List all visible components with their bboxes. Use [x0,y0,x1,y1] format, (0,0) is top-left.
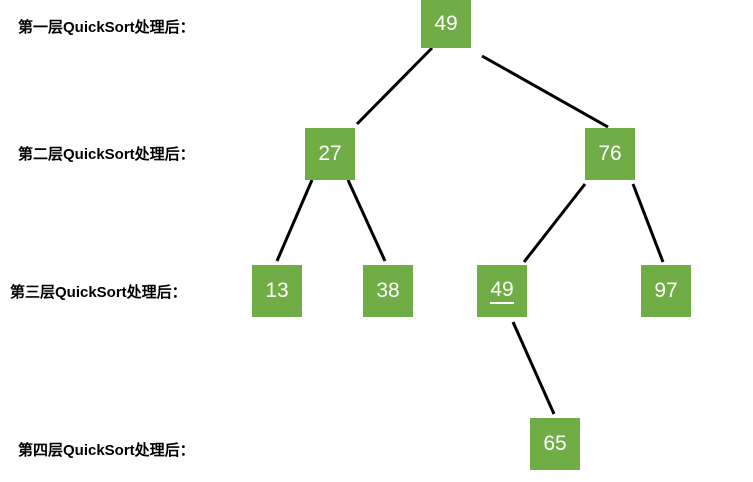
tree-edge [481,54,609,129]
tree-node-value: 13 [265,279,289,302]
tree-node-value: 49 [490,279,514,304]
tree-edge [346,179,387,262]
tree-edge [355,46,434,126]
tree-node-value: 38 [376,279,400,302]
tree-node: 49 [421,0,471,48]
tree-node: 97 [641,265,691,317]
tree-node-value: 97 [654,279,678,302]
tree-node: 49 [477,265,527,317]
row-label-level-3: 第三层QuickSort处理后： [10,284,187,301]
tree-node: 38 [363,265,413,317]
row-label-level-4: 第四层QuickSort处理后： [18,442,195,459]
row-label-level-1: 第一层QuickSort处理后： [18,19,195,36]
tree-node-value: 49 [434,12,458,35]
tree-edge [522,183,587,263]
tree-node: 27 [305,128,355,180]
tree-edge [631,183,665,263]
row-label-level-2: 第二层QuickSort处理后： [18,146,195,163]
tree-edge [275,179,314,262]
tree-edge [511,321,556,415]
tree-node-value: 27 [318,142,342,165]
tree-node-value: 76 [598,142,622,165]
tree-node-value: 65 [543,432,567,455]
tree-node: 13 [252,265,302,317]
tree-node: 76 [585,128,635,180]
tree-node: 65 [530,418,580,470]
